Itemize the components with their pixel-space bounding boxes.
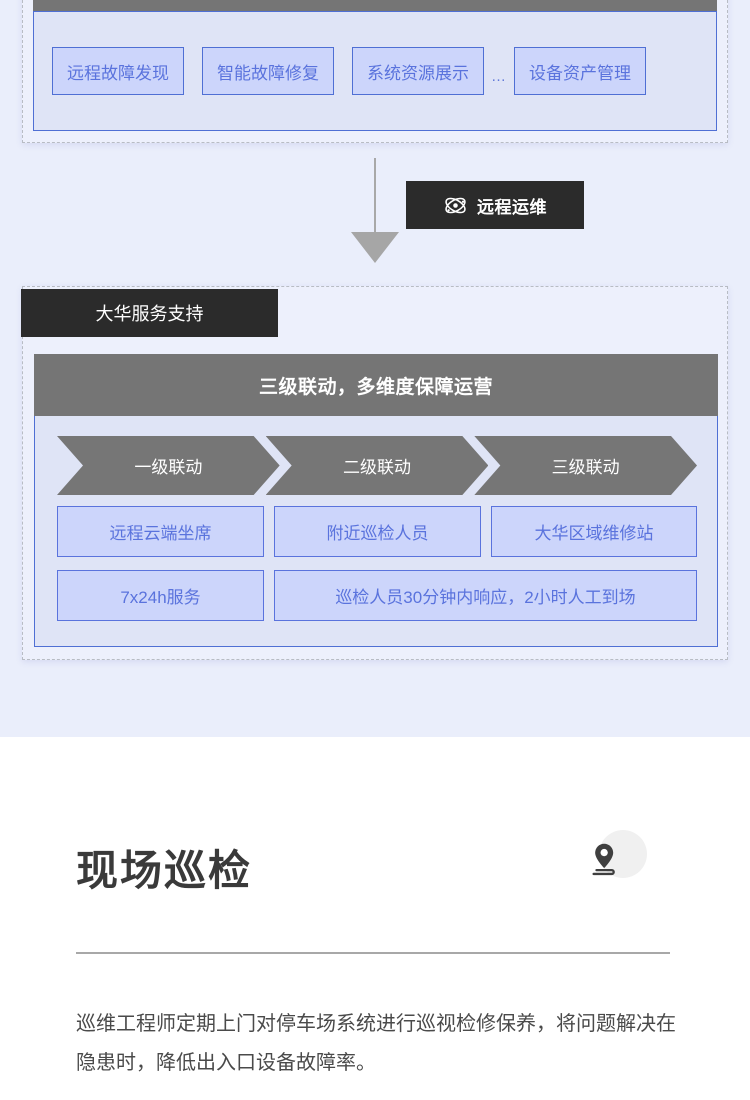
remote-ops-tag-list: 远程故障发现 智能故障修复 系统资源展示 … 设备资产管理 [33,11,717,131]
dahua-service-support-tab[interactable]: 大华服务支持 [21,289,278,337]
atom-orbit-icon [443,193,468,218]
remote-ops-card: 远程故障发现 智能故障修复 系统资源展示 … 设备资产管理 [22,0,728,143]
service-info-row-2: 7x24h服务 巡检人员30分钟内响应，2小时人工到场 [57,570,697,621]
tag-device-asset-management[interactable]: 设备资产管理 [514,47,646,95]
tag-smart-fault-repair[interactable]: 智能故障修复 [202,47,334,95]
page-title: 现场巡检 [76,847,253,894]
section-divider [76,952,670,954]
chevron-level-3[interactable]: 三级联动 [474,436,697,495]
service-info-row-1: 远程云端坐席 附近巡检人员 大华区域维修站 [57,506,697,557]
service-support-header-title: 三级联动，多维度保障运营 [34,354,718,416]
remote-ops-badge-label: 远程运维 [477,197,547,217]
chevron-level-1[interactable]: 一级联动 [57,436,280,495]
chevron-level-2[interactable]: 二级联动 [266,436,489,495]
linkage-chevron-row: 一级联动 二级联动 三级联动 [57,436,697,495]
remote-ops-badge[interactable]: 远程运维 [406,181,584,229]
infobox-7x24-service[interactable]: 7x24h服务 [57,570,264,621]
section-description: 巡维工程师定期上门对停车场系统进行巡视检修保养，将问题解决在隐患时，降低出入口设… [76,1013,676,1074]
arrow-stem [374,158,376,236]
infobox-nearby-inspector[interactable]: 附近巡检人员 [274,506,481,557]
service-support-card: 三级联动，多维度保障运营 一级联动 二级联动 三级联动 远程云端坐席 附近巡检人… [22,286,728,660]
infobox-response-time[interactable]: 巡检人员30分钟内响应，2小时人工到场 [274,570,697,621]
remote-ops-card-header [33,0,717,11]
infobox-dahua-regional-station[interactable]: 大华区域维修站 [491,506,697,557]
infobox-remote-cloud-seat[interactable]: 远程云端坐席 [57,506,264,557]
service-support-body: 一级联动 二级联动 三级联动 远程云端坐席 附近巡检人员 大华区域维修站 7x2… [34,416,718,647]
arrow-head [351,232,399,263]
down-arrow-icon [351,158,399,263]
tag-ellipsis: … [491,68,507,85]
tag-system-resource-display[interactable]: 系统资源展示 [352,47,484,95]
onsite-inspection-section: 现场巡检 巡维工程师定期上门对停车场系统进行巡视检修保养，将问题解决在隐患时，降… [0,737,750,1100]
tag-remote-fault-discovery[interactable]: 远程故障发现 [52,47,184,95]
map-pin-icon [585,830,647,892]
